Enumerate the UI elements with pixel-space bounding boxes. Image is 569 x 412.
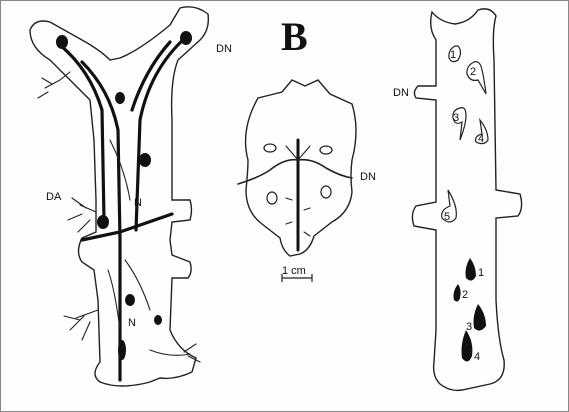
right-upper-num-5: 5 — [444, 211, 450, 223]
left-cell-2 — [180, 31, 192, 45]
middle-label-dn: DN — [360, 171, 376, 183]
scale-label: 1 cm — [282, 265, 306, 277]
right-lower-num-4: 4 — [474, 351, 480, 363]
right-lower-num-2: 2 — [462, 289, 468, 301]
right-upper-num-1: 1 — [450, 49, 456, 61]
right-lower-num-3: 3 — [466, 321, 472, 333]
left-cell-6 — [125, 294, 135, 306]
left-cell-1 — [56, 35, 68, 49]
left-label-dn: DN — [216, 43, 232, 55]
left-dendrite-da — [68, 198, 96, 232]
left-dendrite-lower — [64, 310, 98, 340]
left-cell-7 — [154, 315, 162, 325]
middle-ganglion-outline — [246, 80, 356, 256]
right-upper-num-4: 4 — [478, 133, 484, 145]
right-upper-num-2: 2 — [470, 66, 476, 78]
left-label-n-upper: N — [134, 197, 142, 209]
left-label-n-lower: N — [128, 317, 136, 329]
middle-ganglion-diagram: 1 cm DN — [238, 80, 376, 282]
left-dendrite-upper — [38, 72, 70, 98]
right-label-dn: DN — [393, 87, 409, 99]
right-lower-num-1: 1 — [478, 267, 484, 279]
panel-letter: B — [281, 14, 308, 59]
left-cell-4 — [97, 215, 109, 229]
left-cell-8 — [118, 340, 126, 360]
right-ganglion-diagram: 1 2 3 4 5 1 2 3 4 DN — [393, 9, 522, 391]
left-cell-3 — [139, 153, 151, 167]
right-upper-num-3: 3 — [453, 112, 459, 124]
left-ganglion-diagram: DN DA N N — [30, 7, 232, 386]
left-label-da: DA — [46, 191, 62, 203]
left-cell-5 — [115, 92, 125, 104]
